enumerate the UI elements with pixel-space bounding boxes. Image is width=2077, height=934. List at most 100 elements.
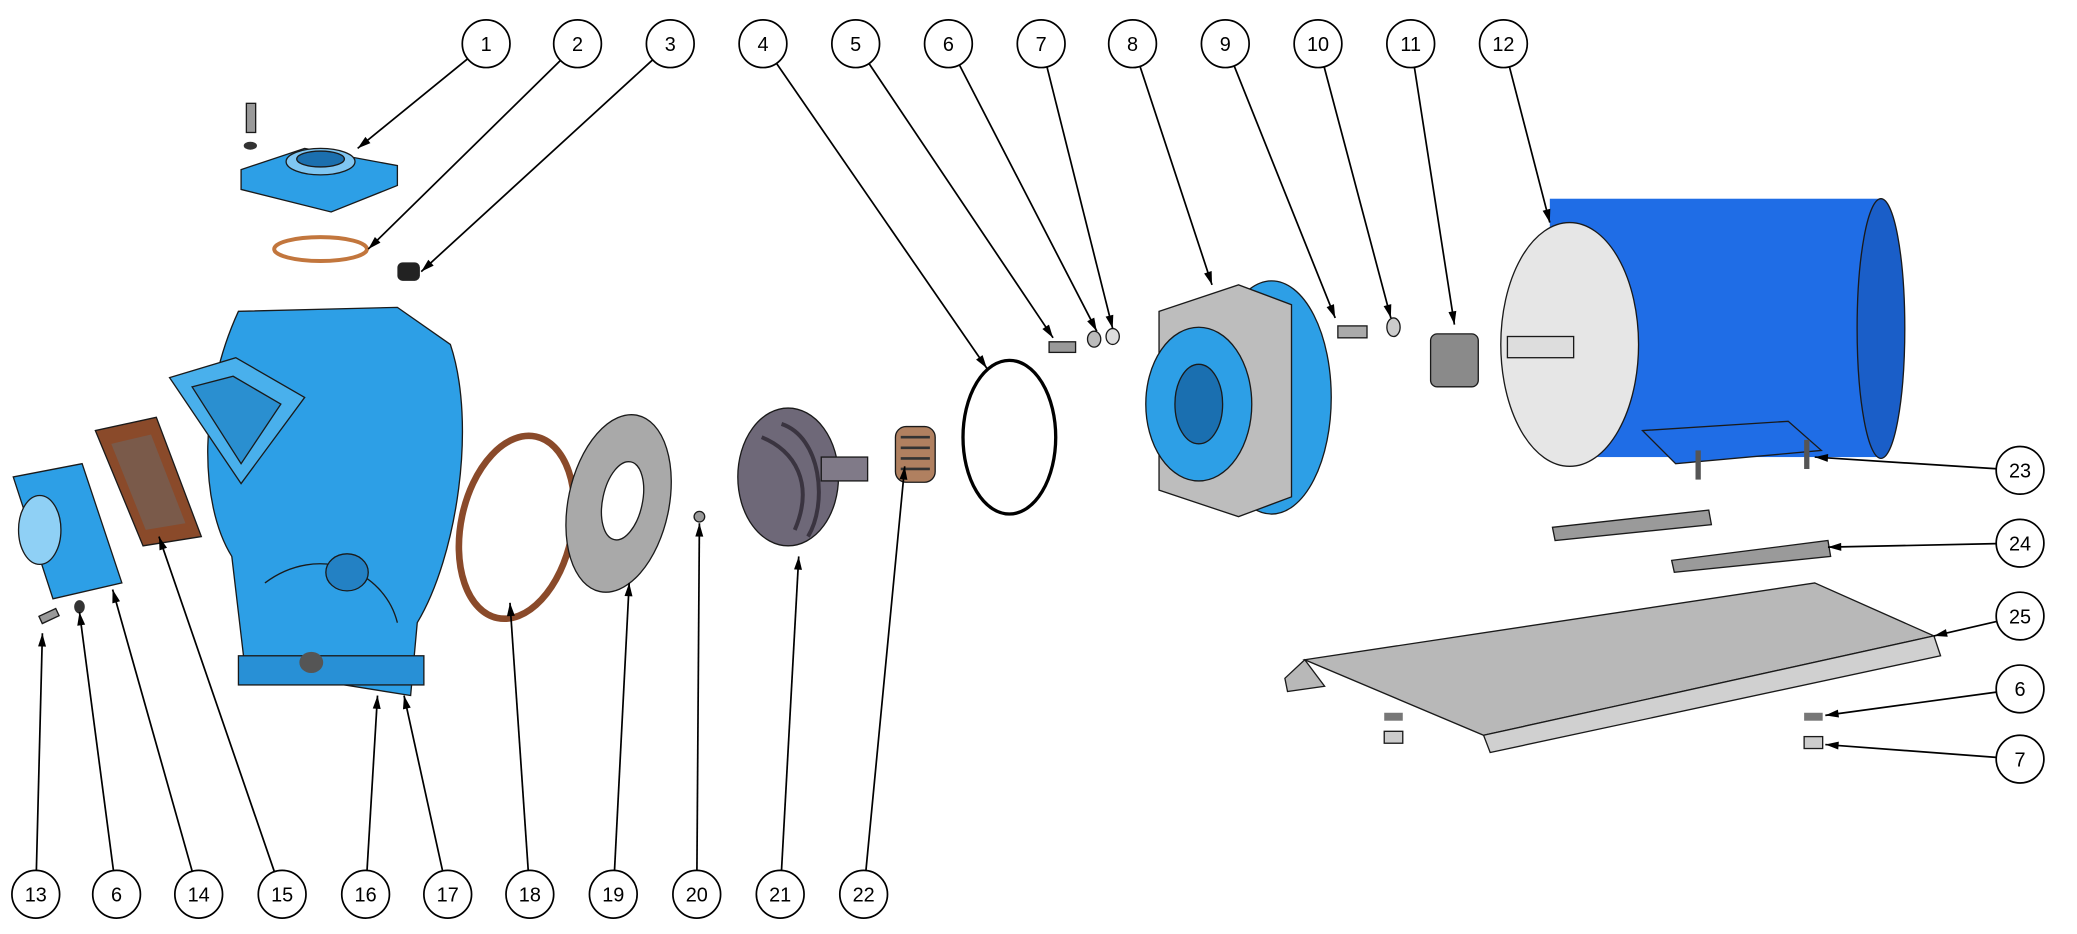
arrowhead [976, 355, 987, 369]
leader-line [403, 695, 444, 872]
callout-balloon-18: 18 [505, 869, 555, 919]
callout-label: 18 [519, 885, 541, 907]
arrowhead [1326, 304, 1336, 318]
arrowhead [794, 556, 802, 570]
leader-line [1508, 66, 1551, 223]
callout-label: 16 [355, 885, 377, 907]
arrowhead [1933, 629, 1948, 637]
part-adapter-bracket [1145, 280, 1332, 518]
callout-balloon-6: 6 [91, 869, 142, 919]
part-wear-plate [565, 414, 672, 593]
callout-balloon-10: 10 [1293, 19, 1343, 69]
callout-label: 7 [2015, 749, 2026, 771]
callout-balloon-3: 3 [645, 19, 695, 69]
part-bolt-washer-nut [1048, 327, 1120, 354]
leader-line [1825, 691, 1997, 717]
callout-balloon-23: 23 [1995, 445, 2045, 496]
part-screw [693, 510, 706, 523]
leader-line [1825, 743, 1997, 759]
part-plug [397, 262, 420, 281]
arrowhead [899, 466, 908, 480]
callout-balloon-6: 6 [923, 19, 974, 69]
arrowhead [1204, 271, 1213, 285]
leader-line [613, 582, 631, 871]
leader-line [1046, 66, 1114, 329]
part-shim [1670, 539, 1832, 574]
arrowhead [112, 589, 121, 604]
callout-balloon-5: 5 [830, 19, 881, 69]
arrowhead [1105, 314, 1114, 329]
part-washer [1386, 317, 1401, 338]
part-suction-flange [12, 462, 123, 625]
callout-balloon-7: 7 [1995, 734, 2045, 784]
part-gasket-ring [272, 235, 369, 263]
callout-label: 24 [2009, 534, 2031, 556]
part-washer [1804, 712, 1823, 721]
leader-line [958, 64, 1098, 332]
leader-line [1814, 456, 1997, 470]
callout-balloon-9: 9 [1200, 19, 1250, 69]
callout-label: 6 [943, 34, 954, 56]
callout-balloon-21: 21 [755, 869, 805, 919]
callout-label: 10 [1307, 34, 1329, 56]
arrowhead [1827, 542, 1842, 551]
callout-balloon-2: 2 [552, 19, 603, 69]
callout-label: 15 [271, 885, 293, 907]
leader-line [1413, 67, 1456, 325]
part-washer [1384, 712, 1403, 721]
part-o-ring [961, 358, 1058, 516]
part-shim [1551, 509, 1713, 542]
callout-balloon-8: 8 [1107, 19, 1158, 69]
arrowhead [1825, 709, 1839, 718]
callout-label: 25 [2009, 606, 2031, 628]
part-impeller [737, 407, 869, 547]
leader-line [35, 633, 44, 871]
arrowhead [38, 633, 47, 647]
leader-line [366, 695, 379, 871]
callout-label: 9 [1220, 34, 1231, 56]
part-motor [1500, 198, 1906, 480]
leader-line [1827, 542, 1997, 549]
part-discharge-flange [240, 102, 399, 213]
arrowhead [1087, 317, 1097, 332]
arrowhead [624, 582, 633, 597]
callout-label: 20 [686, 885, 708, 907]
arrowhead [77, 612, 86, 626]
arrowhead [1383, 304, 1392, 318]
callout-balloon-13: 13 [11, 869, 61, 919]
arrowhead [158, 536, 168, 551]
arrowhead [1042, 324, 1054, 338]
leader-line [111, 589, 194, 872]
callout-label: 14 [188, 885, 210, 907]
leader-line [865, 466, 906, 871]
callout-label: 13 [25, 885, 47, 907]
part-pump-casing [168, 306, 464, 697]
callout-label: 2 [572, 34, 583, 56]
callout-label: 5 [850, 34, 861, 56]
callout-balloon-1: 1 [461, 19, 511, 69]
part-base-plate [1284, 582, 1942, 754]
leader-line [420, 59, 654, 273]
arrowhead [1825, 741, 1839, 750]
callout-balloon-4: 4 [738, 19, 788, 69]
callout-balloon-20: 20 [672, 869, 722, 919]
arrowhead [372, 695, 381, 709]
callout-label: 23 [2009, 461, 2031, 483]
leader-line [509, 602, 530, 871]
arrowhead [402, 695, 411, 710]
arrowhead [1814, 453, 1829, 462]
callout-label: 11 [1400, 34, 1421, 56]
leader-line [78, 611, 115, 871]
arrowhead [1542, 208, 1551, 223]
part-nut [1803, 735, 1824, 750]
callout-balloon-19: 19 [588, 869, 639, 919]
callout-balloon-16: 16 [340, 869, 391, 919]
callout-balloon-15: 15 [257, 869, 307, 919]
leader-line [868, 63, 1054, 339]
leader-line [158, 536, 276, 872]
callout-label: 1 [481, 34, 492, 56]
leader-line [357, 58, 469, 150]
callout-label: 7 [1036, 34, 1047, 56]
leader-line [696, 523, 701, 871]
